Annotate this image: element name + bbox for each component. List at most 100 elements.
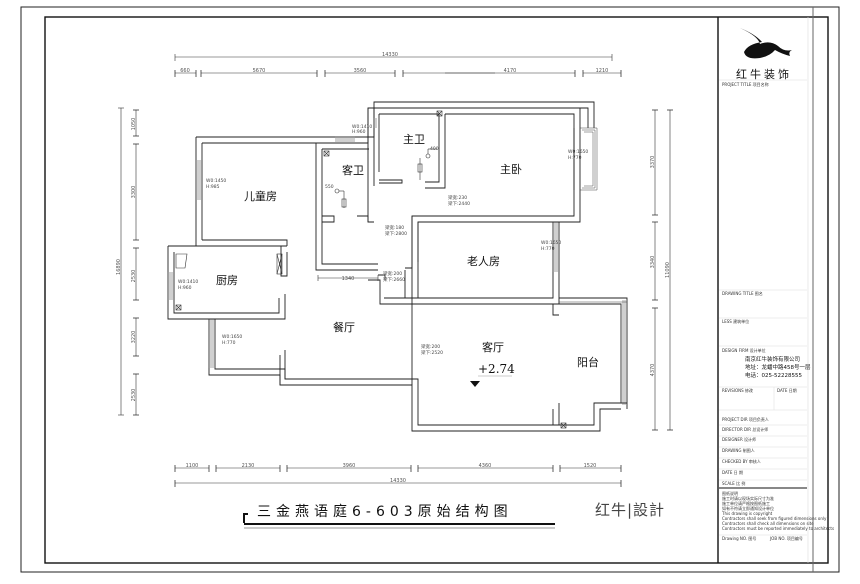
tb-firm-phone: 电话：025-52228555 [745, 371, 802, 379]
room-label-balcony: 阳台 [577, 355, 599, 369]
dim-top-4: 4170 [504, 68, 517, 74]
tb-drawing-title-label: DRAWING TITLE 图名 [722, 290, 763, 296]
window-note-h: H:960 [178, 285, 192, 291]
tb-note-6: Contractors shall check all dimensions o… [722, 521, 814, 526]
beam-note-width: 梁宽:200 [421, 343, 440, 350]
tb-revisions-label: REVISIONS 修改 [722, 387, 753, 393]
drawing-title: 三金燕语庭6-603原始结构图 [243, 500, 513, 522]
dim-right-total: 11090 [665, 262, 671, 278]
dim-top-3: 3560 [354, 68, 367, 74]
dim-left-total: 16890 [116, 259, 122, 275]
tb-note-5: Contractors shall seek from figured dime… [722, 516, 827, 521]
tb-note-3: 如有不符请立即通知设计单位 [722, 505, 774, 511]
window-note-w: W0:1410 [178, 279, 198, 285]
outer-frame [20, 6, 840, 573]
window-note-h: H:985 [206, 184, 220, 190]
drawing-title-text: 三金燕语庭6-603原始结构图 [257, 504, 513, 520]
beam-note-width: 梁宽:200 [383, 270, 402, 277]
tb-scale-label: SCALE 比 例 [722, 480, 745, 486]
tb-drawing-no-label: Drawing NO. 图号 [722, 535, 756, 541]
company-logo-text: 红牛装饰 [736, 68, 792, 81]
dim-right-2: 3340 [650, 256, 656, 269]
window-note-h: H:770 [222, 340, 236, 346]
title-block: PROJECT TITLE 项目名称 DRAWING TITLE 图名 LESS… [719, 28, 834, 541]
beam-note-height: 梁下:2800 [385, 230, 407, 237]
room-label-dining: 餐厅 [333, 320, 355, 334]
dim-top-5: 1210 [596, 68, 609, 74]
beam-note-height: 梁下:2440 [448, 200, 470, 207]
room-label-master-bath: 主卫 [403, 133, 425, 146]
dim-left-3: 2530 [131, 270, 137, 283]
window-note-w: W0:1650 [222, 334, 242, 340]
left-dimensions [118, 107, 139, 416]
fixtures [175, 110, 567, 429]
dim-top-total: 14330 [382, 52, 398, 58]
window-note-w: W0:1450 [206, 178, 226, 184]
tb-note-4: This drawing is copyright [721, 511, 773, 516]
tb-note-7: Contractors must be reported immediately… [722, 526, 834, 531]
tb-designer-label: DESIGNER 设计师 [722, 436, 756, 442]
beam-note-width: 梁宽:180 [385, 224, 404, 231]
dim-right-3: 4370 [650, 364, 656, 377]
window-note-h: H:770 [541, 246, 555, 252]
tb-note-1: 施工时请以现场实际尺寸为准 [722, 495, 774, 501]
tb-firm-address: 地址：龙蟠中路458号一层 [745, 363, 811, 371]
dim-bottom-5: 1520 [584, 463, 597, 469]
fixture-dim: 550 [325, 184, 334, 190]
tb-less-label: LESS 建筑单位 [722, 318, 749, 324]
tb-job-no-label: JOB NO. 项目编号 [769, 535, 803, 541]
tb-director-dir-label: DIRECTOR DIR 总设计师 [722, 426, 768, 432]
dim-bottom-2: 2130 [242, 463, 255, 469]
beam-note-height: 梁下:2520 [421, 349, 443, 356]
tb-checked-label: CHECKED BY 审核人 [722, 458, 761, 464]
room-label-living: 客厅 [482, 340, 504, 354]
room-label-kitchen: 厨房 [216, 274, 238, 287]
brand-signature: 红牛|設計 [595, 501, 666, 519]
dim-top-2: 5670 [253, 68, 266, 74]
window-note-w: W0:1650 [541, 240, 561, 246]
interior-dimension [317, 275, 379, 281]
dim-bottom-total: 14330 [390, 478, 406, 484]
window-note-w: W0:1410 [352, 124, 372, 130]
dim-bottom-4: 4360 [479, 463, 492, 469]
dim-right-1: 3370 [650, 156, 656, 169]
window-note-w: W0:1650 [568, 149, 588, 155]
tb-project-dir-label: PROJECT DIR 项目负责人 [722, 416, 769, 422]
window-note-h: H:770 [568, 155, 582, 161]
dim-top-1: 660 [180, 68, 190, 74]
drawing-frame [44, 16, 829, 564]
dim-bottom-1: 1100 [186, 463, 199, 469]
level-marker-icon [470, 381, 480, 387]
tb-drawing-label: DRAWING 制图人 [722, 447, 755, 453]
dim-left-5: 2530 [131, 389, 137, 402]
fixture-dim-2: 400 [430, 146, 439, 152]
dim-left-4: 3220 [131, 331, 137, 344]
dim-left-2: 3300 [131, 186, 137, 199]
beam-note-width: 梁宽:230 [448, 194, 467, 201]
windows [167, 118, 627, 405]
walls [167, 101, 628, 432]
window-note-h: H:960 [352, 129, 366, 135]
room-label-guest-bath: 客卫 [342, 163, 364, 177]
room-label-master-bedroom: 主卧 [500, 163, 522, 176]
right-dimensions [652, 109, 673, 431]
dim-interior: 1340 [342, 276, 355, 282]
level-mark: +2.74 [478, 362, 515, 376]
beam-note-height: 梁下:2660 [383, 276, 405, 283]
company-logo-icon [740, 28, 792, 59]
tb-firm-name: 南京红牛装饰有限公司 [745, 355, 800, 363]
bottom-dimensions [174, 465, 622, 487]
dim-left-1: 1050 [131, 118, 137, 131]
top-dimensions [174, 54, 622, 77]
room-label-elder: 老人房 [467, 255, 500, 268]
tb-date2-label: DATE 日 期 [722, 469, 743, 475]
room-label-children: 儿童房 [244, 189, 277, 203]
tb-project-title-label: PROJECT TITLE 项目名称 [722, 81, 769, 87]
tb-note-0: 图纸说明 [722, 490, 738, 496]
dim-bottom-3: 3960 [343, 463, 356, 469]
tb-date-label: DATE 日期 [777, 387, 797, 393]
tb-design-firm-label: DESIGN FIRM 设计单位 [722, 347, 766, 353]
title-underline [243, 513, 555, 529]
